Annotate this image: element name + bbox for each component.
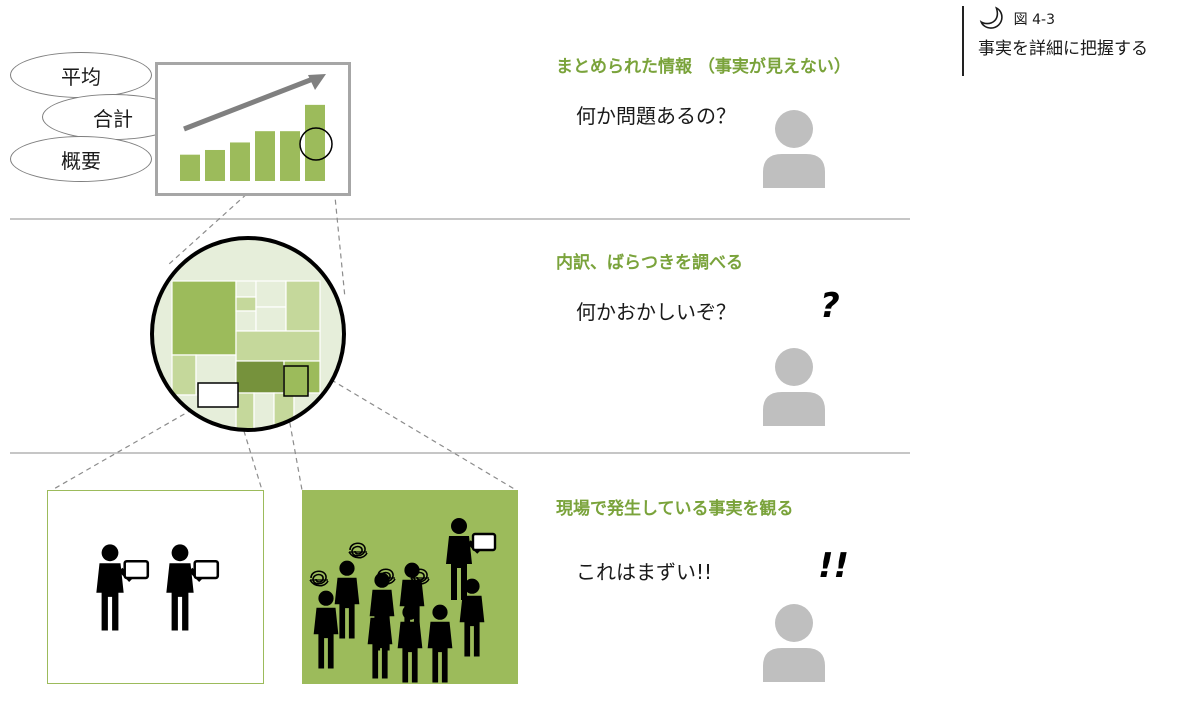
- bar-5: [280, 131, 300, 181]
- worker-icon: [166, 544, 220, 631]
- treemap-cell: [235, 310, 257, 332]
- treemap-cell: [235, 330, 321, 362]
- treemap-cell: [195, 354, 237, 384]
- worker-icon: [427, 604, 453, 683]
- worker-scene-normal: [96, 544, 220, 631]
- frustration-scribble-icon: [410, 568, 430, 585]
- person-icon: [763, 348, 825, 426]
- frustration-scribble-icon: [348, 542, 368, 559]
- frustration-scribble-icon: [376, 568, 396, 585]
- zoom-focus-problem: [283, 365, 309, 397]
- treemap-cell: [235, 280, 257, 298]
- treemap-cell: [171, 280, 237, 356]
- zoom-focus-circle: [299, 127, 333, 161]
- trend-arrow: [183, 74, 319, 132]
- section-divider: [10, 452, 910, 454]
- worker-icon: [367, 600, 393, 679]
- summary-chart: [155, 62, 351, 196]
- crescent-c-icon: 🌙︎: [978, 6, 1005, 30]
- oval-label-overview: 概要: [10, 136, 152, 182]
- bar-2: [205, 149, 225, 181]
- question-mark-icon: ?: [820, 286, 840, 326]
- frustration-scribble-icon: [309, 570, 329, 587]
- treemap-cell: [235, 296, 257, 312]
- magnifier-breakdown: [150, 236, 346, 432]
- bar-6: [305, 104, 325, 181]
- speech-summary: 何か問題あるの？: [576, 104, 736, 128]
- field-panel-normal: [47, 490, 264, 684]
- trend-arrow-head: [308, 74, 326, 90]
- worker-icon: [334, 560, 360, 639]
- person-icon: [763, 604, 825, 682]
- treemap-cell: [255, 306, 287, 332]
- treemap-cell: [255, 280, 287, 308]
- oval-label-average: 平均: [10, 52, 152, 98]
- speech-breakdown: 何かおかしいぞ？: [576, 300, 736, 324]
- section-title-summary: まとめられた情報 （事実が見えない）: [556, 57, 851, 77]
- worker-icon: [459, 578, 485, 657]
- figure-number: 図 4-3: [1013, 11, 1055, 28]
- worker-icon: [96, 544, 150, 631]
- section-divider: [10, 218, 910, 220]
- speech-field: これはまずい!!: [576, 560, 713, 584]
- field-panel-crowded: [302, 490, 518, 684]
- worker-scene-crowded: [309, 518, 497, 683]
- bar-chart: [180, 74, 333, 181]
- bar-3: [230, 142, 250, 181]
- figure-subtitle: 事実を詳細に把握する: [978, 39, 1148, 59]
- zoom-focus-normal: [197, 382, 239, 408]
- worker-icon: [397, 604, 423, 683]
- section-title-breakdown: 内訳、ばらつきを調べる: [556, 253, 743, 273]
- bar-4: [255, 131, 275, 181]
- treemap-cell: [235, 360, 285, 394]
- treemap-cell: [171, 354, 197, 396]
- magnifier-rim: [150, 236, 346, 432]
- worker-icon: [313, 590, 339, 669]
- exclamation-mark-icon: !!: [818, 546, 850, 586]
- bar-1: [180, 154, 200, 181]
- treemap-cell: [285, 280, 321, 332]
- figure-caption: 🌙︎ 図 4-3 事実を詳細に把握する: [962, 6, 1194, 76]
- person-icon: [763, 110, 825, 188]
- section-title-field: 現場で発生している事実を観る: [556, 499, 794, 519]
